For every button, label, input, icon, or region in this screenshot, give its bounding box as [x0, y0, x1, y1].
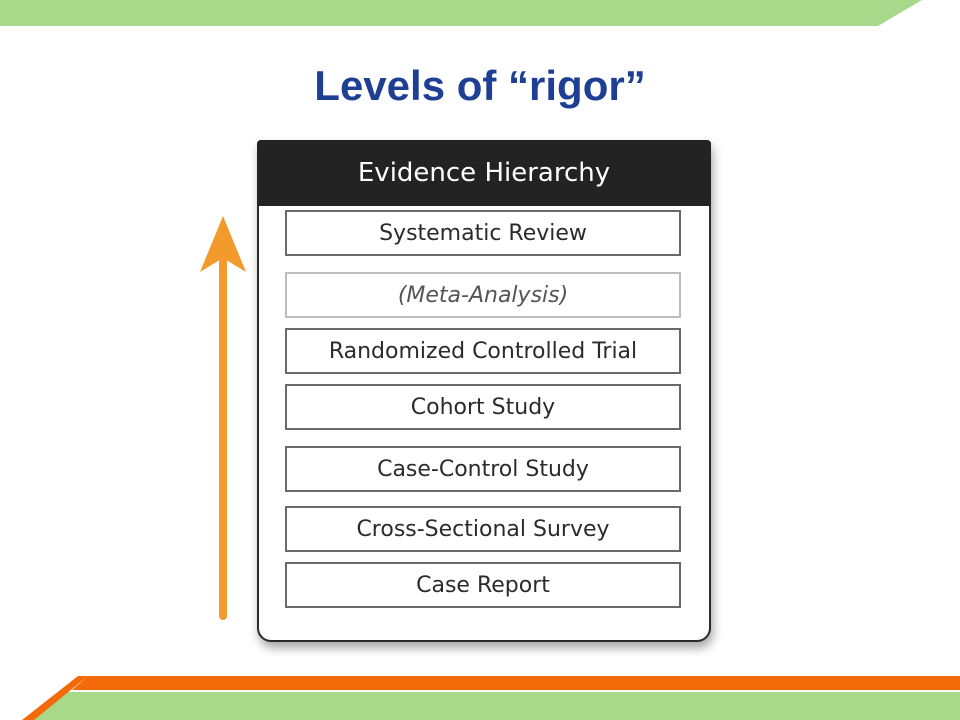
level-meta-analysis: (Meta-Analysis) — [285, 272, 681, 318]
level-cross-sectional-survey: Cross-Sectional Survey — [285, 506, 681, 552]
bottom-left-orange-corner — [22, 676, 88, 720]
level-cohort-study: Cohort Study — [285, 384, 681, 430]
evidence-hierarchy-card: Evidence Hierarchy Systematic Review (Me… — [257, 140, 711, 642]
level-case-control-study: Case-Control Study — [285, 446, 681, 492]
level-systematic-review: Systematic Review — [285, 210, 681, 256]
slide-title: Levels of “rigor” — [314, 62, 646, 109]
up-arrow-icon — [200, 216, 246, 620]
top-green-band — [0, 0, 922, 26]
level-case-report: Case Report — [285, 562, 681, 608]
level-randomized-controlled-trial: Randomized Controlled Trial — [285, 328, 681, 374]
bottom-green-band — [34, 692, 960, 720]
evidence-hierarchy-header: Evidence Hierarchy — [257, 140, 711, 206]
bottom-orange-stripe — [72, 676, 960, 690]
